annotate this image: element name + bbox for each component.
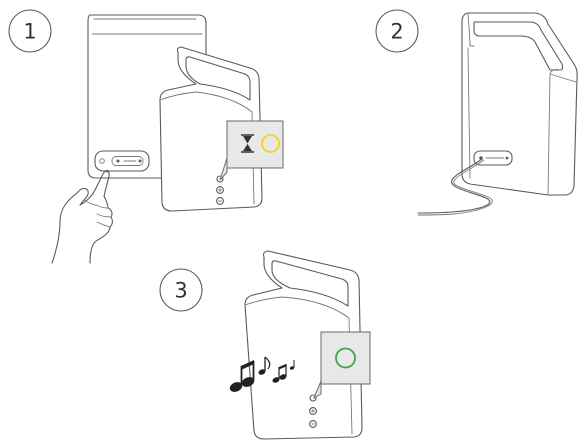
step-2-badge: 2 — [376, 10, 418, 52]
step-1-number: 1 — [23, 20, 36, 44]
hand-pressing-icon — [52, 170, 112, 263]
step-3-panel: 3 — [160, 251, 370, 439]
step-3-number: 3 — [174, 279, 187, 303]
speaker-side-rear-view — [462, 13, 577, 195]
step-2-number: 2 — [390, 20, 403, 44]
step-1-badge: 1 — [9, 10, 51, 52]
step-1-panel: 1 — [9, 10, 283, 263]
step-3-badge: 3 — [160, 269, 202, 311]
setup-button — [117, 160, 120, 163]
step-2-panel: 2 — [376, 10, 577, 215]
